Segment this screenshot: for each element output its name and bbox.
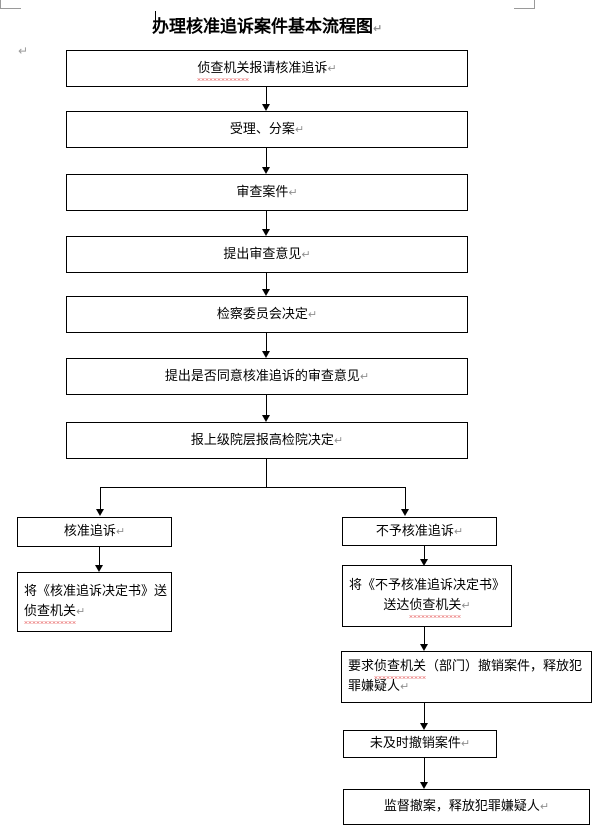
flow-node-text: 提出是否同意核准追诉的审查意见↵ [165, 367, 369, 387]
flow-node-agree-or-not-opinion[interactable]: 提出是否同意核准追诉的审查意见↵ [66, 358, 468, 395]
connector-arrow [95, 565, 103, 572]
flow-node-text: 侦查机关报请核准追诉↵ [197, 59, 337, 81]
connector-line-split-stem [266, 459, 268, 488]
page-title-text: 办理核准追诉案件基本流程图 [152, 17, 373, 37]
connector-arrow [262, 167, 270, 174]
flow-node-text: 报上级院层报高检院决定↵ [191, 431, 343, 451]
flow-node-label: 监督撤案，释放犯罪嫌疑人 [383, 799, 540, 814]
flow-node-label-line1: 将《核准追诉决定书》送 [24, 584, 168, 599]
connector-line-split-left [100, 487, 102, 509]
connector-arrow [420, 559, 428, 566]
flow-node-accept-and-assign[interactable]: 受理、分案↵ [66, 111, 468, 148]
flow-node-disapprove-prosecution[interactable]: 不予核准追诉↵ [342, 517, 497, 546]
flow-node-prosecution-committee-decision[interactable]: 检察委员会决定↵ [66, 296, 468, 333]
connector-arrow [96, 509, 104, 516]
misspelled-text: 侦查机关 [409, 596, 462, 618]
paragraph-mark: ↵ [359, 369, 370, 383]
connector-line [424, 627, 426, 644]
flow-node-label: 核准追诉 [63, 524, 116, 539]
flow-node-text: 要求侦查机关（部门）撤销案件，释放犯罪嫌疑人↵ [348, 657, 582, 697]
flow-node-label: 审查案件 [236, 184, 289, 200]
paragraph-mark: ↵ [115, 525, 126, 538]
flow-node-label: 提出是否同意核准追诉的审查意见 [164, 368, 360, 384]
flow-node-approve-prosecution[interactable]: 核准追诉↵ [17, 517, 172, 547]
margin-crop-mark-top-left [0, 0, 21, 9]
connector-arrow [420, 782, 428, 789]
paragraph-mark: ↵ [461, 599, 471, 612]
connector-arrow [262, 351, 270, 358]
flow-node-text: 核准追诉↵ [64, 522, 125, 542]
flow-node-label-line2: 罪嫌疑人 [348, 679, 401, 694]
misspelled-text: 侦查机关 [24, 602, 77, 624]
connector-line [266, 273, 268, 289]
flow-node-text: 监督撤案，释放犯罪嫌疑人↵ [384, 797, 549, 817]
flow-node-label-line1-pre: 要求 [348, 659, 375, 674]
connector-line-split-right [405, 487, 407, 509]
flow-node-submit-review-opinion[interactable]: 提出审查意见↵ [66, 236, 468, 273]
connector-arrow [262, 229, 270, 236]
misspelled-text: 侦查机关 [197, 59, 250, 81]
connector-arrow [420, 723, 428, 730]
margin-crop-mark-top-right [514, 0, 535, 9]
page-title: 办理核准追诉案件基本流程图↵ [152, 12, 382, 37]
flow-node-text: 未及时撤销案件↵ [370, 734, 470, 754]
connector-line-split-bar [100, 487, 406, 489]
paragraph-mark: ↵ [333, 433, 344, 447]
flow-node-review-case[interactable]: 审查案件↵ [66, 174, 468, 211]
flow-node-text: 审查案件↵ [236, 183, 297, 203]
connector-arrow [262, 415, 270, 422]
paragraph-mark: ↵ [373, 22, 383, 35]
paragraph-mark: ↵ [539, 800, 550, 813]
connector-line [266, 333, 268, 351]
paragraph-mark: ↵ [453, 524, 464, 538]
connector-line [266, 395, 268, 415]
connector-arrow [420, 644, 428, 651]
flow-node-report-to-supreme-procuratorate[interactable]: 报上级院层报高检院决定↵ [66, 422, 468, 459]
flow-node-text: 将《核准追诉决定书》送侦查机关↵ [24, 582, 168, 624]
paragraph-mark: ↵ [301, 247, 311, 261]
paragraph-mark-margin: ↵ [18, 44, 29, 58]
paragraph-mark: ↵ [307, 307, 318, 321]
flow-node-supervise-withdrawal[interactable]: 监督撤案，释放犯罪嫌疑人↵ [343, 789, 590, 825]
flow-node-not-withdrawn-in-time[interactable]: 未及时撤销案件↵ [343, 730, 497, 758]
flow-node-text: 不予核准追诉↵ [376, 522, 463, 542]
paragraph-mark: ↵ [76, 605, 86, 618]
paragraph-mark: ↵ [288, 185, 298, 199]
flow-node-text-rest: 报请核准追诉 [249, 60, 328, 76]
flow-node-text: 将《不予核准追诉决定书》送达侦查机关↵ [348, 576, 505, 618]
connector-line [424, 546, 426, 559]
connector-line [266, 87, 268, 104]
connector-line [266, 148, 268, 167]
flow-node-text: 提出审查意见↵ [223, 245, 310, 265]
paragraph-mark: ↵ [294, 122, 305, 136]
connector-line [99, 547, 101, 565]
flow-node-report-request[interactable]: 侦查机关报请核准追诉↵ [66, 50, 468, 87]
flow-node-label-line1-post: （部门）撤销案件，释放犯 [426, 659, 583, 674]
connector-line [266, 211, 268, 229]
flow-node-label: 检察委员会决定 [216, 306, 308, 322]
connector-arrow [262, 104, 270, 111]
connector-arrow [401, 509, 409, 516]
connector-line [424, 703, 426, 723]
flow-node-label: 提出审查意见 [223, 246, 302, 262]
flow-node-label: 未及时撤销案件 [369, 736, 461, 751]
flow-node-label-line2: 送达 [383, 598, 410, 613]
flow-node-require-case-withdrawal[interactable]: 要求侦查机关（部门）撤销案件，释放犯罪嫌疑人↵ [341, 651, 592, 703]
flow-node-deliver-approval-decision[interactable]: 将《核准追诉决定书》送侦查机关↵ [17, 572, 172, 632]
flow-node-label: 受理、分案 [229, 121, 295, 137]
connector-arrow [262, 289, 270, 296]
flow-node-deliver-disapproval-decision[interactable]: 将《不予核准追诉决定书》送达侦查机关↵ [342, 565, 512, 627]
flow-node-text: 检察委员会决定↵ [217, 305, 317, 325]
connector-line [424, 758, 426, 782]
flow-node-label-line1: 将《不予核准追诉决定书》 [348, 578, 505, 593]
flow-node-text: 受理、分案↵ [230, 120, 304, 140]
misspelled-text: 侦查机关 [374, 657, 427, 679]
flow-node-label: 报上级院层报高检院决定 [190, 432, 334, 448]
paragraph-mark: ↵ [327, 61, 337, 75]
paragraph-mark: ↵ [400, 680, 410, 693]
paragraph-mark: ↵ [460, 737, 471, 750]
flow-node-label: 不予核准追诉 [375, 523, 454, 539]
text-caret [155, 11, 156, 31]
